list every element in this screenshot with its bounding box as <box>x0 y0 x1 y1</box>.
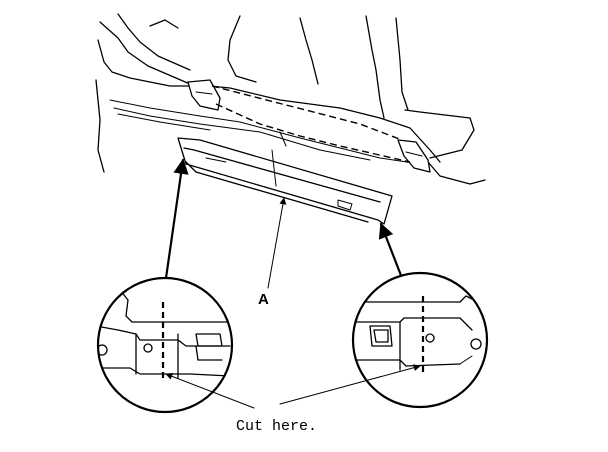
vehicle-body-outline <box>95 13 486 185</box>
part-a-label: A <box>258 291 269 308</box>
arrow-to-left-clip <box>164 158 189 280</box>
part-a-panel <box>177 131 393 225</box>
detail-view-left <box>96 276 234 414</box>
mounting-bracket-left <box>187 79 221 111</box>
cut-leader-right <box>279 364 421 405</box>
mounting-bracket-right <box>397 139 431 173</box>
cut-leader-left <box>165 373 255 409</box>
installed-position-line-upper <box>211 85 403 141</box>
detail-view-right <box>351 271 489 409</box>
arrow-to-right-clip <box>378 222 404 280</box>
installed-position-line-lower <box>215 103 411 163</box>
leader-line-part-a <box>267 197 287 289</box>
cut-here-caption: Cut here. <box>236 418 317 435</box>
